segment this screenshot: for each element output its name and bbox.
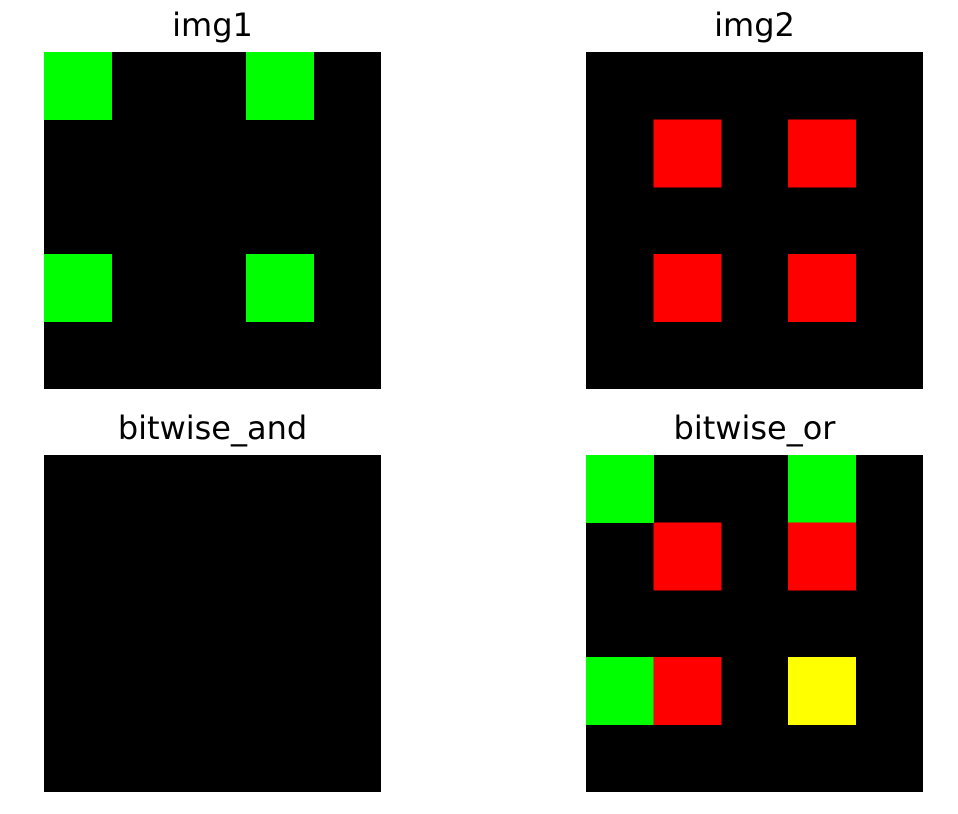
pixel-cell [246,254,315,323]
pixel-cell [653,657,722,726]
pixel-cell [586,455,654,523]
pixel-cell [788,254,857,323]
pixel-cell [788,657,857,726]
image-background [44,455,381,792]
pixel-cell [788,455,857,523]
panel-title: bitwise_and [117,409,308,447]
panel-title: bitwise_or [673,409,836,447]
panel-title: img1 [172,6,253,44]
pixel-cell [788,119,857,188]
panel-title: img2 [714,6,795,44]
pixel-cell [788,522,857,591]
pixel-cell [653,254,722,323]
pixel-cell [44,254,112,323]
pixel-cell [44,52,112,120]
pixel-cell [653,119,722,188]
pixel-cell [246,52,315,120]
grid-image-bitwise-and [44,455,381,792]
grid-image-img2 [586,52,923,389]
grid-image-bitwise-or [586,455,923,792]
grid-image-img1 [44,52,381,389]
pixel-cell [586,657,654,726]
pixel-cell [653,522,722,591]
image-background [586,52,923,389]
